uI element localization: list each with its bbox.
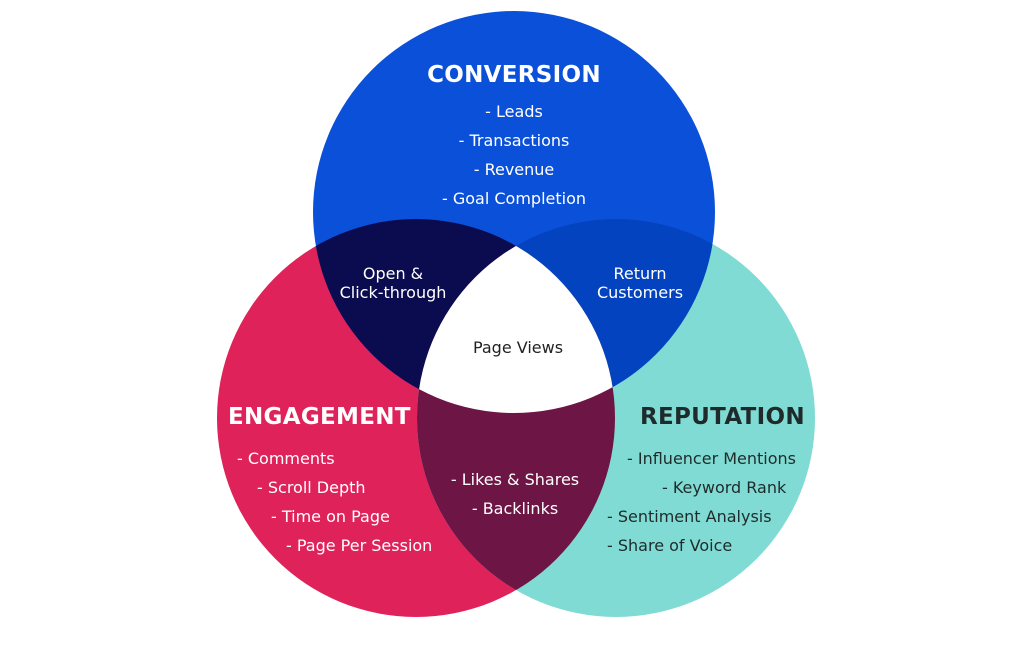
conversion-title: CONVERSION (427, 62, 601, 88)
reputation-item-influencer-mentions: - Influencer Mentions (627, 449, 796, 468)
reputation-item-share-of-voice: - Share of Voice (607, 536, 733, 555)
engagement-item-scroll-depth: - Scroll Depth (257, 478, 366, 497)
engagement-item-time-on-page: - Time on Page (271, 507, 390, 526)
conversion-item-revenue: - Revenue (473, 160, 555, 179)
overlap-conversion-engagement-line2: Click-through (339, 283, 447, 302)
overlap-engagement-reputation-line1: - Likes & Shares (450, 470, 580, 489)
overlap-conversion-reputation-line2: Customers (596, 283, 684, 302)
reputation-item-sentiment-analysis: - Sentiment Analysis (607, 507, 772, 526)
reputation-item-keyword-rank: - Keyword Rank (662, 478, 787, 497)
engagement-item-comments: - Comments (237, 449, 335, 468)
center-label: Page Views (472, 338, 564, 357)
overlap-conversion-engagement-line1: Open & (362, 264, 424, 283)
overlap-engagement-reputation-line2: - Backlinks (471, 499, 559, 518)
engagement-title: ENGAGEMENT (228, 404, 411, 430)
conversion-item-transactions: - Transactions (458, 131, 570, 150)
conversion-item-goal-completion: - Goal Completion (441, 189, 587, 208)
engagement-item-page-per-session: - Page Per Session (286, 536, 433, 555)
center-overlap (417, 219, 615, 413)
conversion-item-leads: - Leads (485, 102, 543, 121)
overlap-conversion-reputation-line1: Return (613, 264, 667, 283)
reputation-title: REPUTATION (640, 404, 805, 430)
